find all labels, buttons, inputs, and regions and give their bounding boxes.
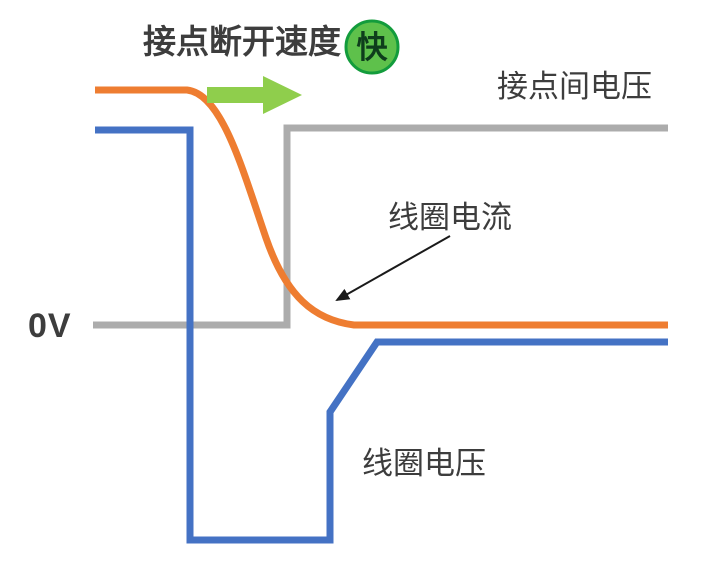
coil-voltage-label: 线圈电压 — [362, 446, 486, 481]
speed-arrow-icon — [207, 76, 302, 114]
waveforms-layer — [93, 86, 668, 544]
contact-voltage-label: 接点间电压 — [497, 69, 652, 104]
zero-volt-label: 0V — [28, 307, 72, 345]
annotation-arrow — [335, 235, 451, 301]
coil_current-line — [95, 86, 668, 329]
fast-badge-label: 快 — [357, 30, 389, 65]
coil-current-label: 线圈电流 — [388, 200, 512, 235]
coil_voltage-line — [95, 126, 668, 544]
fast-badge — [344, 19, 400, 75]
diagram-title: 接点断开速度 — [143, 23, 341, 60]
contact_voltage-line — [93, 124, 668, 329]
